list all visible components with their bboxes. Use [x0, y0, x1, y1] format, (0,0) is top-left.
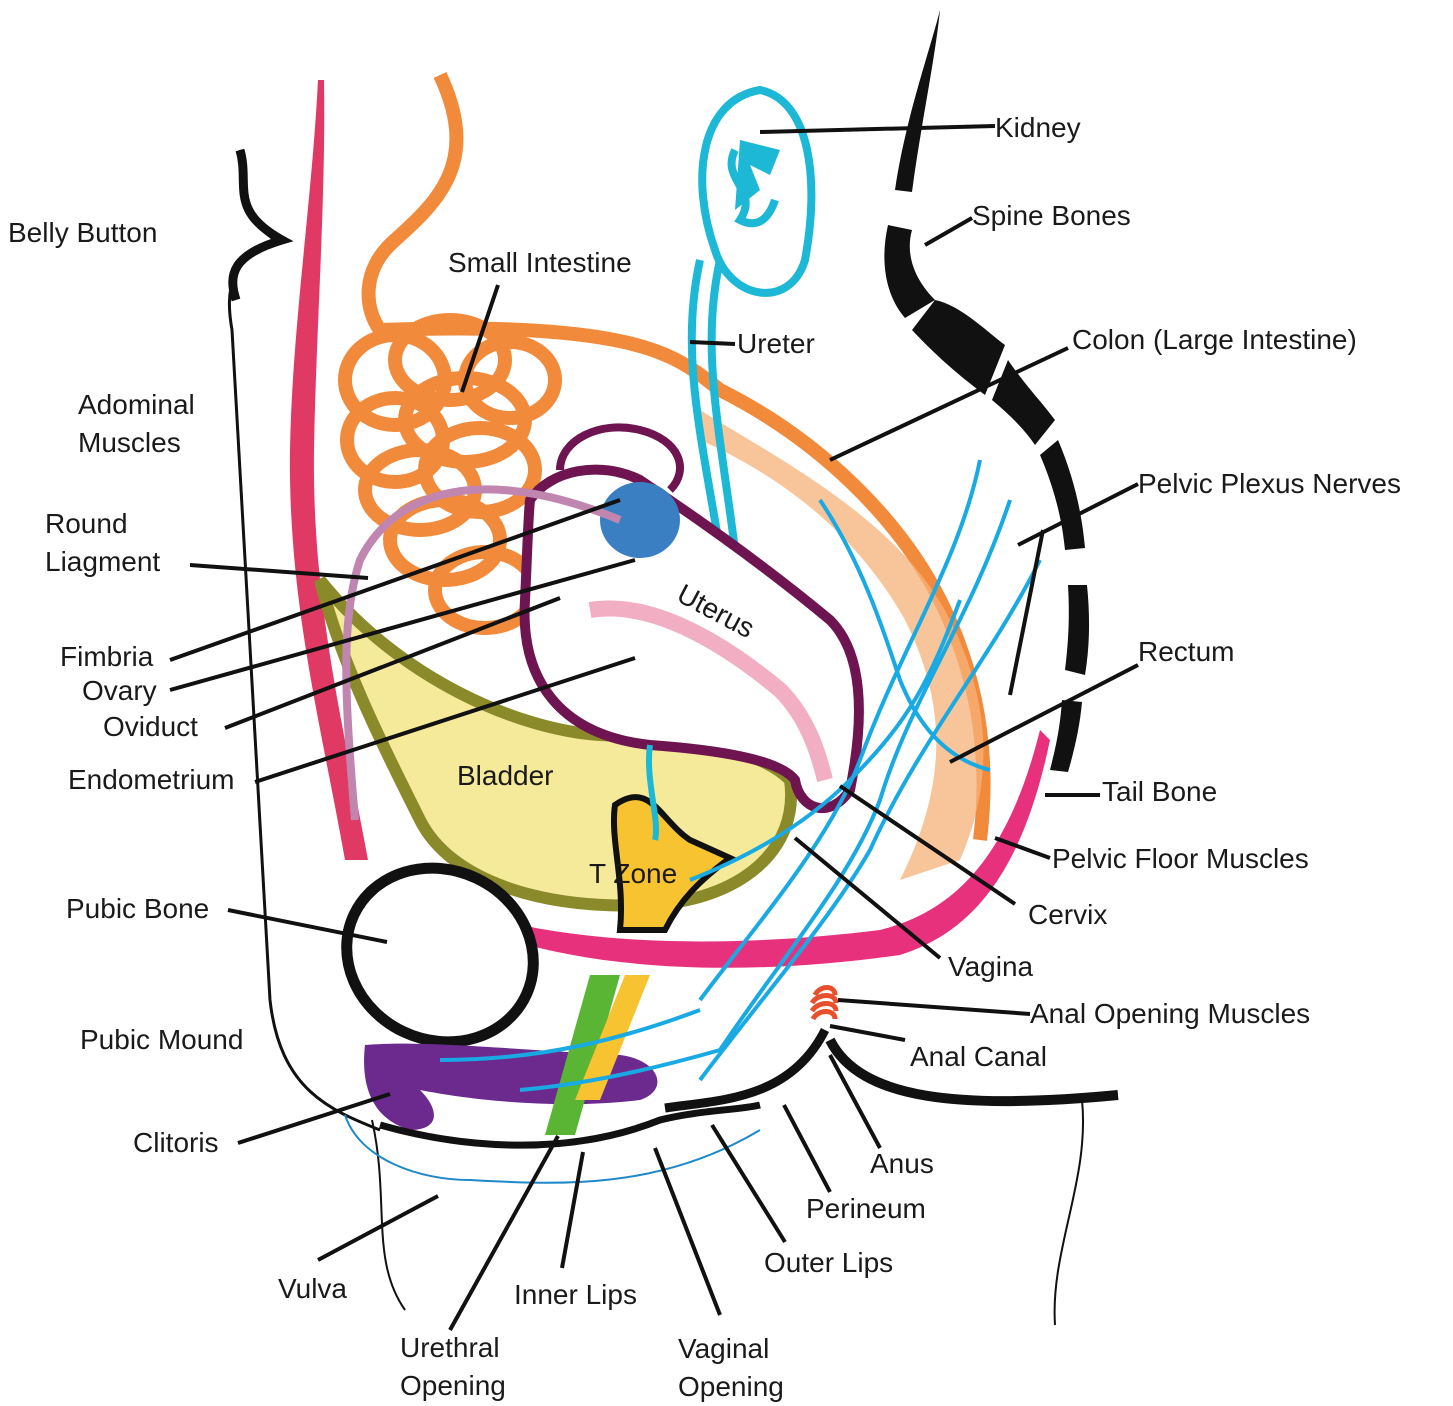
label-vaginal-opening-line-2: Opening	[678, 1368, 784, 1406]
label-rectum: Rectum	[1138, 633, 1234, 671]
label-fimbria: Fimbria	[60, 638, 153, 676]
label-vulva: Vulva	[278, 1270, 347, 1308]
label-belly-button: Belly Button	[8, 214, 157, 252]
leg-outline-right	[1055, 1100, 1083, 1325]
anal-opening-muscles	[812, 988, 836, 1020]
label-pubic-mound: Pubic Mound	[80, 1021, 243, 1059]
label-cervix: Cervix	[1028, 896, 1107, 934]
label-round-ligament-line-2: Liagment	[45, 543, 160, 581]
label-tail-bone: Tail Bone	[1102, 773, 1217, 811]
label-outer-lips: Outer Lips	[764, 1244, 893, 1282]
label-abdominal-muscles-line-2: Muscles	[78, 424, 195, 462]
label-kidney: Kidney	[995, 109, 1081, 147]
label-urethral-opening-line-2: Opening	[400, 1367, 506, 1405]
label-ovary: Ovary	[82, 672, 157, 710]
label-pubic-bone: Pubic Bone	[66, 890, 209, 928]
label-pelvic-floor-muscles: Pelvic Floor Muscles	[1052, 840, 1309, 878]
belly-button-shape	[233, 150, 282, 300]
label-colon: Colon (Large Intestine)	[1072, 321, 1357, 359]
label-vaginal-opening-line-1: Vaginal	[678, 1330, 784, 1368]
label-vaginal-opening: Vaginal Opening	[678, 1330, 784, 1406]
label-endometrium: Endometrium	[68, 761, 235, 799]
label-small-intestine: Small Intestine	[448, 244, 632, 282]
label-anal-canal: Anal Canal	[910, 1038, 1047, 1076]
label-spine-bones: Spine Bones	[972, 197, 1131, 235]
label-anus: Anus	[870, 1145, 934, 1183]
label-t-zone: T Zone	[589, 855, 677, 893]
label-urethral-opening: Urethral Opening	[400, 1329, 506, 1405]
label-round-ligament: Round Liagment	[45, 505, 160, 581]
label-clitoris: Clitoris	[133, 1124, 219, 1162]
label-anal-opening-muscles: Anal Opening Muscles	[1030, 995, 1310, 1033]
label-vagina: Vagina	[948, 948, 1033, 986]
label-pelvic-plexus-nerves: Pelvic Plexus Nerves	[1138, 465, 1401, 503]
label-bladder: Bladder	[457, 757, 554, 795]
perineum-outline	[665, 1030, 825, 1108]
label-urethral-opening-line-1: Urethral	[400, 1329, 506, 1367]
label-oviduct: Oviduct	[103, 708, 198, 746]
label-abdominal-muscles-line-1: Adominal	[78, 386, 195, 424]
label-inner-lips: Inner Lips	[514, 1276, 637, 1314]
label-round-ligament-line-1: Round	[45, 505, 160, 543]
label-perineum: Perineum	[806, 1190, 926, 1228]
label-abdominal-muscles: Adominal Muscles	[78, 386, 195, 462]
label-ureter: Ureter	[737, 325, 815, 363]
